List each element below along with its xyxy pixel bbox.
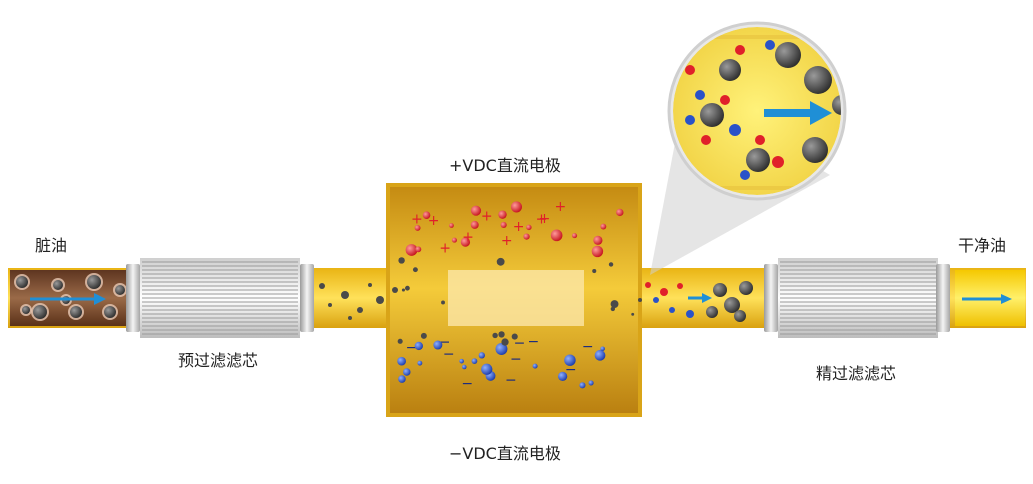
- svg-text:−: −: [528, 334, 540, 350]
- svg-text:−: −: [514, 335, 526, 351]
- svg-text:−: −: [443, 347, 455, 363]
- pre-filter-label: 预过滤滤芯: [178, 351, 259, 370]
- positive-electrode-label: +VDC直流电极: [449, 156, 561, 175]
- pre-filter-cartridge: [126, 258, 314, 338]
- clean-oil-label: 干净油: [958, 236, 1007, 255]
- negative-electrode-label: −VDC直流电极: [449, 444, 561, 463]
- svg-text:+: +: [439, 240, 451, 256]
- svg-text:+: +: [501, 233, 513, 249]
- zoom-magnifier: [667, 21, 847, 201]
- svg-text:−: −: [461, 376, 473, 392]
- flow-arrow: [688, 293, 712, 303]
- pipe-particles: [319, 281, 753, 322]
- svg-text:+: +: [481, 209, 493, 225]
- svg-text:−: −: [406, 340, 418, 356]
- svg-text:+: +: [462, 229, 474, 245]
- electrostatic-chamber: ++++++++++−−−−−−−−−−: [386, 183, 642, 417]
- svg-text:+: +: [555, 199, 567, 215]
- clean-oil-section: [955, 270, 1025, 326]
- fine-filter-label: 精过滤滤芯: [816, 364, 897, 383]
- svg-text:+: +: [428, 213, 440, 229]
- svg-text:−: −: [510, 352, 522, 368]
- svg-text:+: +: [513, 219, 525, 235]
- svg-text:−: −: [505, 372, 517, 388]
- fine-filter-cartridge: [764, 258, 950, 338]
- dirty-oil-label: 脏油: [35, 236, 68, 255]
- svg-text:−: −: [439, 335, 451, 351]
- svg-text:+: +: [539, 211, 551, 227]
- dirty-oil-section: [10, 270, 128, 326]
- svg-text:+: +: [411, 212, 423, 228]
- svg-text:−: −: [582, 339, 594, 355]
- svg-text:−: −: [565, 362, 577, 378]
- svg-text:+: +: [536, 212, 548, 228]
